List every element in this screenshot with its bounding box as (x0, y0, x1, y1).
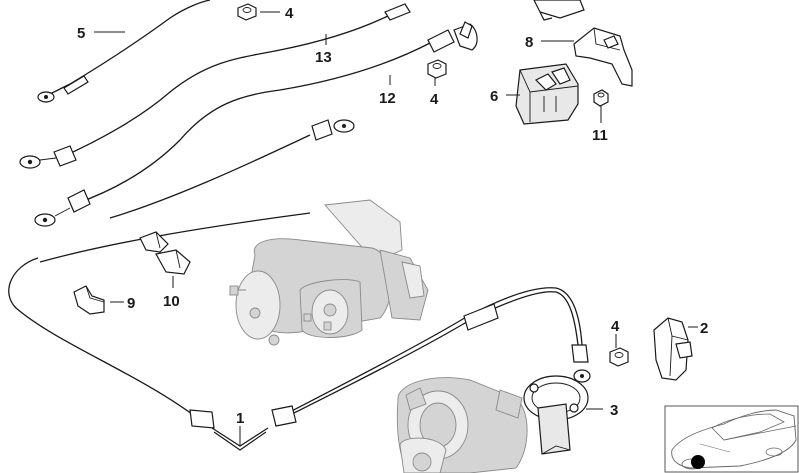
battery-cable-13 (19, 3, 411, 169)
callout-8: 8 (525, 34, 533, 51)
relay-bracket-top (533, 0, 585, 21)
callout-13: 13 (315, 49, 332, 66)
battery-cable-5 (37, 0, 211, 103)
alternator (396, 377, 528, 473)
callout-9: 9 (127, 295, 135, 312)
callouts: 5 4 13 12 4 6 8 11 9 10 1 3 4 2 (77, 5, 708, 427)
grommet-plate-3 (523, 375, 589, 455)
bracket-8 (573, 27, 633, 87)
callout-4-right: 4 (611, 318, 620, 335)
cable-clip-10 (139, 231, 191, 275)
callout-2: 2 (700, 320, 708, 337)
starter-motor (229, 199, 429, 346)
vehicle-inset (664, 405, 799, 473)
nut-4-middle (427, 59, 447, 79)
callout-3: 3 (610, 402, 618, 419)
grommet-11 (593, 89, 609, 107)
location-dot-icon (691, 455, 705, 469)
ground-strap (109, 119, 355, 219)
callout-4-top: 4 (285, 5, 294, 22)
battery-cable-12 (34, 21, 478, 227)
callout-12: 12 (379, 90, 396, 107)
cable-clip-9 (73, 285, 105, 315)
nut-4-right (609, 347, 629, 367)
callout-10: 10 (163, 293, 180, 310)
callout-6: 6 (490, 88, 498, 105)
callout-11: 11 (592, 127, 608, 144)
junction-box-6 (515, 63, 579, 125)
callout-5: 5 (77, 25, 85, 42)
terminal-cover-2 (653, 317, 693, 381)
callout-4-middle: 4 (430, 91, 439, 108)
callout-1: 1 (236, 410, 244, 427)
nut-4-top (237, 3, 257, 21)
leader-lines (94, 11, 698, 446)
positive-battery-cable-1 (8, 212, 591, 451)
